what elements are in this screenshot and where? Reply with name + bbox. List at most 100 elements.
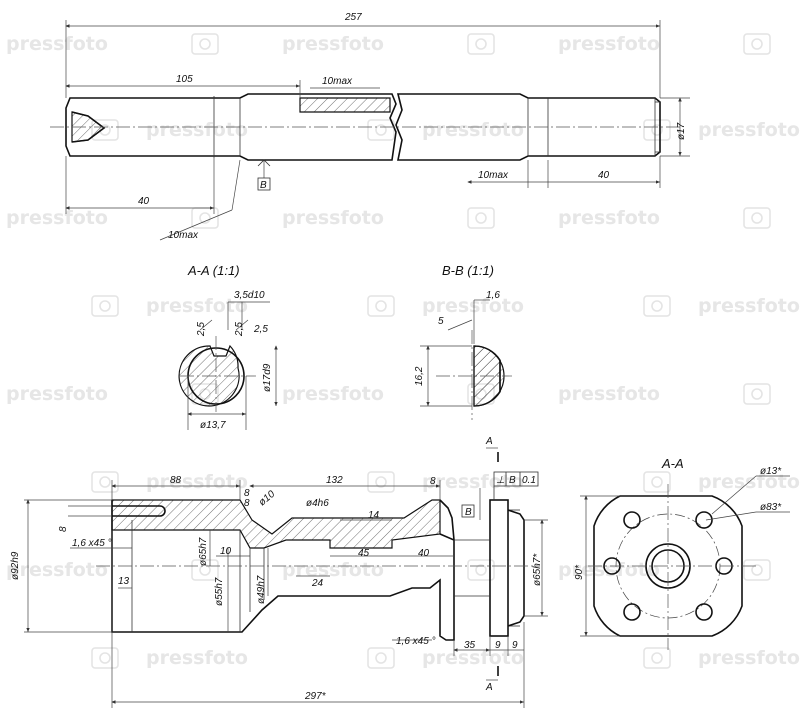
- pcd-label: ø83*: [760, 502, 782, 513]
- watermark-text: pressfoto: [282, 559, 384, 581]
- aa-chamfer-left-label: 2,5: [196, 322, 207, 337]
- len-8c-label: 8: [430, 476, 436, 487]
- left-section-label: 40: [138, 196, 150, 207]
- dia-65h7-star-label: ø65h7*: [532, 553, 543, 586]
- watermark-text: pressfoto: [6, 33, 108, 55]
- len-9b-label: 9: [512, 640, 518, 651]
- bb-angle-label: 5: [438, 316, 444, 327]
- bb-flat-label: 1,6: [486, 290, 500, 301]
- main-part-view: 88 132 8 8 ø10 ø4h6 14 8 8 1,6 x45 ° ø65…: [10, 436, 548, 708]
- len-8-side-label: 8: [58, 526, 69, 532]
- len-8a-label: 8: [244, 488, 250, 499]
- watermark-text: pressfoto: [422, 471, 524, 493]
- tolerance-datum: B: [509, 475, 516, 486]
- len-88-label: 88: [170, 475, 182, 486]
- camera-icon: [191, 33, 219, 55]
- watermark-text: pressfoto: [558, 559, 660, 581]
- len-8b-label: 8: [244, 498, 250, 509]
- watermark-text: pressfoto: [282, 33, 384, 55]
- watermark-text: pressfoto: [558, 383, 660, 405]
- len-13-label: 13: [118, 576, 130, 587]
- camera-icon: [743, 33, 771, 55]
- len-14-label: 14: [368, 510, 380, 521]
- watermark-text: pressfoto: [422, 119, 524, 141]
- watermark-text: pressfoto: [282, 207, 384, 229]
- len-40-label: 40: [418, 548, 430, 559]
- len-35-label: 35: [464, 640, 476, 651]
- flange-height-label: 90*: [574, 564, 585, 580]
- len-9a-label: 9: [495, 640, 501, 651]
- tolerance-symbol: ⊥: [496, 475, 505, 486]
- section-bb-view: B-B (1:1) 1,6 5 16,2: [414, 263, 512, 420]
- flange-title: A-A: [661, 456, 684, 471]
- tolerance-value: 0.1: [522, 475, 536, 486]
- camera-icon: [367, 471, 395, 493]
- watermark-text: pressfoto: [422, 295, 524, 317]
- watermark-text: pressfoto: [282, 383, 384, 405]
- watermark-text: pressfoto: [422, 647, 524, 669]
- watermark-text: pressfoto: [698, 295, 800, 317]
- flange-view: A-A ø13* ø83* 90*: [574, 456, 790, 650]
- camera-icon: [743, 383, 771, 405]
- watermark-layer: pressfoto pressfoto pressfoto pressfoto pres…: [6, 33, 800, 669]
- watermark-text: pressfoto: [6, 383, 108, 405]
- bottom-max-label: 10max: [478, 170, 509, 181]
- camera-icon: [91, 295, 119, 317]
- camera-icon: [467, 559, 495, 581]
- camera-icon: [643, 647, 671, 669]
- camera-icon: [191, 559, 219, 581]
- aa-key-width-label: 3,5d10: [234, 290, 265, 301]
- hole-dia-label: ø13*: [760, 466, 782, 477]
- camera-icon: [643, 119, 671, 141]
- lower-max-label: 10max: [168, 230, 199, 241]
- len-10-label: 10: [220, 546, 232, 557]
- watermark-text: pressfoto: [698, 647, 800, 669]
- camera-icon: [367, 295, 395, 317]
- watermark-text: pressfoto: [558, 207, 660, 229]
- aa-chamfer-right-label: 2,5: [253, 324, 268, 335]
- section-mark-bottom-label: A: [485, 682, 493, 693]
- aa-chamfer-mid-label: 2,5: [234, 322, 245, 337]
- len-24-label: 24: [311, 578, 324, 589]
- top-max-label: 10max: [322, 76, 353, 87]
- aa-diameter-label: ø17d9: [262, 363, 273, 392]
- diameter-label: ø17: [676, 122, 687, 140]
- dia-55h7-label: ø55h7: [214, 577, 225, 606]
- section-aa-title: A-A (1:1): [187, 263, 240, 278]
- watermark-text: pressfoto: [6, 207, 108, 229]
- camera-icon: [467, 33, 495, 55]
- dia-92h9-label: ø92h9: [10, 551, 21, 580]
- watermark-text: pressfoto: [146, 471, 248, 493]
- camera-icon: [367, 119, 395, 141]
- section-aa-view: A-A (1:1) 3,5d10 2,5 2,5 2,5 ø17d9 ø13,7: [178, 263, 278, 431]
- dia-49h7-label: ø49h7: [256, 575, 267, 604]
- section-mark-top-label: A: [485, 436, 493, 447]
- camera-icon: [743, 559, 771, 581]
- dia-10-label: ø10: [257, 489, 278, 509]
- chamfer-left-label: 1,6 x45 °: [72, 538, 112, 549]
- aa-width-label: ø13,7: [200, 420, 226, 431]
- camera-icon: [367, 647, 395, 669]
- watermark-text: pressfoto: [146, 647, 248, 669]
- camera-icon: [91, 647, 119, 669]
- total-length-label: 297*: [304, 691, 327, 702]
- left-length-label: 105: [176, 74, 193, 85]
- watermark-text: pressfoto: [146, 295, 248, 317]
- overall-length-label: 257: [344, 12, 362, 23]
- shaft-view: 257 105 10max ø17 B 10max 40 40 10max: [50, 12, 690, 241]
- watermark-text: pressfoto: [146, 119, 248, 141]
- watermark-text: pressfoto: [698, 119, 800, 141]
- camera-icon: [643, 295, 671, 317]
- right-length-label: 40: [598, 170, 610, 181]
- camera-icon: [467, 207, 495, 229]
- dia-65h7-label: ø65h7: [198, 537, 209, 566]
- camera-icon: [91, 471, 119, 493]
- datum-b-label: B: [260, 180, 267, 191]
- watermark-text: pressfoto: [6, 559, 108, 581]
- camera-icon: [643, 471, 671, 493]
- len-45-label: 45: [358, 548, 370, 559]
- datum-b-main-label: B: [465, 507, 472, 518]
- chamfer-right-label: 1,6 x45 °: [396, 636, 436, 647]
- dia-4h6-label: ø4h6: [306, 498, 329, 509]
